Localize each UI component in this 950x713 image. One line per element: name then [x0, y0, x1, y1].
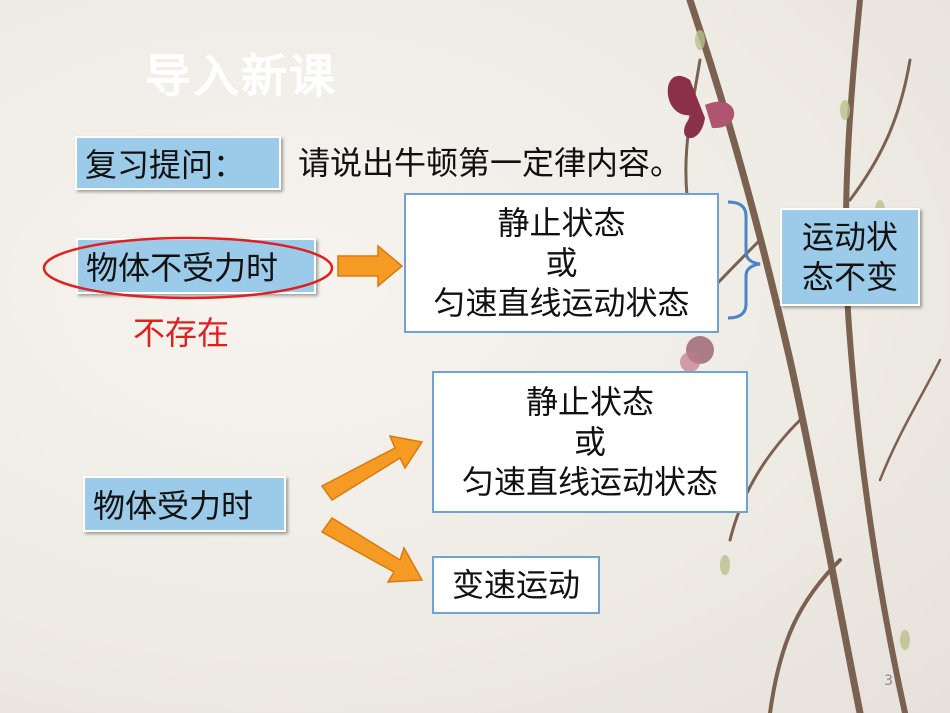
result-line: 或 [573, 423, 606, 461]
result-line: 或 [545, 244, 578, 282]
flower-icon [680, 336, 714, 372]
page-number: 3 [884, 673, 893, 689]
variable-motion-box: 变速运动 [432, 556, 600, 614]
summary-box: 运动状 态不变 [780, 208, 920, 306]
slide-title: 导入新课 [145, 49, 337, 103]
not-exist-note: 不存在 [133, 314, 230, 352]
result-line: 变速运动 [451, 566, 580, 604]
no-force-result-box: 静止状态 或 匀速直线运动状态 [404, 193, 719, 333]
with-force-result-box: 静止状态 或 匀速直线运动状态 [432, 371, 748, 513]
with-force-label: 物体受力时 [83, 476, 286, 532]
butterfly-icon [667, 75, 735, 139]
no-force-label: 物体不受力时 [76, 238, 316, 294]
summary-line: 态不变 [801, 258, 898, 296]
highlight-ellipse [42, 236, 334, 300]
summary-line: 运动状 [801, 218, 898, 256]
review-label: 复习提问： [75, 136, 281, 190]
result-line: 匀速直线运动状态 [461, 463, 718, 501]
arrow-up-right-icon [320, 435, 424, 502]
result-line: 静止状态 [525, 383, 654, 421]
review-question: 请说出牛顿第一定律内容。 [298, 144, 683, 182]
brace-bracket [727, 200, 761, 320]
result-line: 静止状态 [497, 204, 626, 242]
result-line: 匀速直线运动状态 [433, 284, 690, 322]
arrow-right-icon [337, 244, 404, 288]
arrow-down-right-icon [320, 516, 424, 583]
